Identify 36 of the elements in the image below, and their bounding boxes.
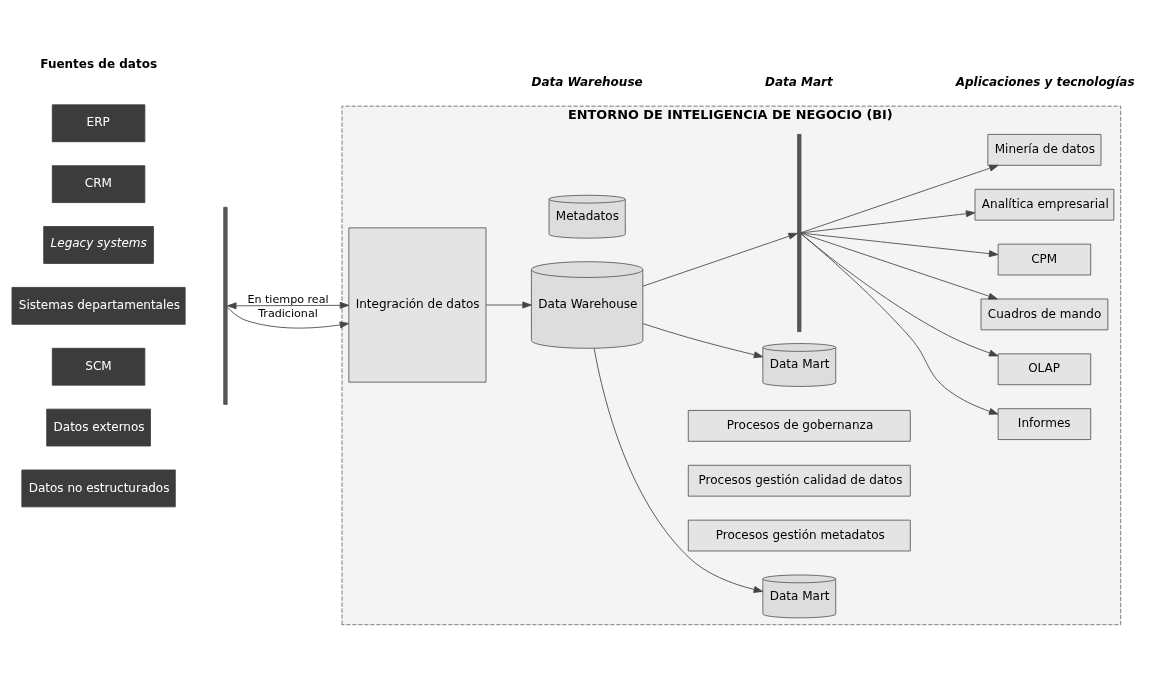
node-box: CRM (51, 164, 146, 203)
node-box: Sistemas departamentales (11, 286, 186, 325)
node-box: CPM (997, 243, 1092, 275)
arrow (642, 232, 798, 287)
arrow (485, 301, 532, 308)
node-box: Procesos de gobernanza (687, 409, 911, 442)
edge-label: Tradicional (258, 306, 318, 320)
arrow (800, 164, 999, 233)
node-box: Integración de datos (348, 226, 487, 383)
arrow (800, 232, 999, 415)
node-box: Cuadros de mando (980, 298, 1109, 330)
arrow (642, 322, 764, 358)
arrow (593, 347, 764, 593)
node-box: Minería de datos (987, 133, 1102, 166)
arrow (227, 301, 350, 309)
node-box: Informes (997, 407, 1092, 440)
node-box: Analítica empresarial (974, 188, 1115, 221)
node-bar (797, 133, 802, 332)
arrow (226, 306, 350, 328)
node-box: Datos externos (46, 408, 151, 446)
node-box: Procesos gestión metadatos (687, 519, 911, 551)
node-box: OLAP (997, 352, 1092, 385)
label: Aplicaciones y tecnologías (955, 74, 1135, 89)
node-box: Legacy systems (43, 225, 154, 264)
edge-label: En tiempo real (247, 292, 329, 306)
node-box: Procesos gestión calidad de datos (687, 464, 911, 497)
label: Data Mart (765, 74, 833, 89)
arrow (800, 232, 999, 257)
node-box: ERP (51, 103, 146, 142)
arrow (800, 232, 999, 356)
arrow (800, 232, 998, 299)
label: Data Warehouse (531, 74, 643, 89)
node-box: Datos no estructurados (21, 469, 176, 507)
node-bar (223, 206, 228, 405)
label: Fuentes de datos (40, 56, 158, 71)
node-box: SCM (51, 347, 146, 386)
